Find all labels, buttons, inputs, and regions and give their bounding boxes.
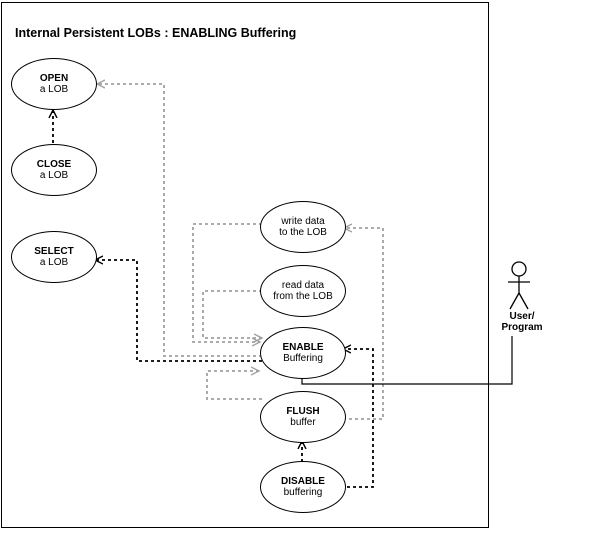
usecase-read: read data from the LOB	[260, 265, 346, 317]
usecase-close-title: CLOSE	[36, 159, 72, 170]
usecase-flush-title: FLUSH	[286, 406, 320, 417]
usecase-read-title: read data	[281, 280, 325, 291]
usecase-open-title: OPEN	[39, 73, 69, 84]
usecase-select-subtitle: a LOB	[39, 257, 69, 268]
usecase-enable: ENABLE Buffering	[260, 327, 346, 379]
usecase-disable: DISABLE buffering	[260, 461, 346, 513]
usecase-select-title: SELECT	[34, 246, 74, 257]
link-read-to-enable	[202, 290, 262, 338]
usecase-disable-title: DISABLE	[281, 476, 325, 487]
usecase-select: SELECT a LOB	[11, 231, 97, 283]
usecase-close-subtitle: a LOB	[39, 170, 69, 181]
link-flush-to-enable	[206, 371, 262, 400]
diagram-frame	[1, 2, 489, 528]
link-enable-to-select	[95, 260, 262, 362]
usecase-write-subtitle: to the LOB	[279, 227, 327, 238]
usecase-write: write data to the LOB	[260, 201, 346, 253]
actor-label-line2: Program	[501, 322, 543, 333]
usecase-read-subtitle: from the LOB	[273, 291, 333, 302]
usecase-enable-subtitle: Buffering	[283, 353, 323, 364]
usecase-open: OPEN a LOB	[11, 58, 97, 110]
usecase-disable-subtitle: buffering	[283, 487, 323, 498]
actor-label-line1: User/	[509, 311, 535, 322]
actor-label: User/ Program	[497, 311, 547, 333]
usecase-close: CLOSE a LOB	[11, 144, 97, 196]
usecase-flush-subtitle: buffer	[290, 417, 316, 428]
link-flush-to-write	[343, 228, 384, 420]
usecase-flush: FLUSH buffer	[260, 391, 346, 443]
link-write-to-enable	[192, 223, 262, 342]
link-enable-to-open	[97, 84, 262, 357]
usecase-enable-title: ENABLE	[282, 342, 324, 353]
usecase-open-subtitle: a LOB	[39, 84, 69, 95]
actor-figure-icon	[508, 261, 530, 310]
diagram-title: Internal Persistent LOBs : ENABLING Buff…	[15, 26, 297, 40]
usecase-write-title: write data	[281, 216, 325, 227]
link-actor-to-enable	[301, 336, 513, 385]
